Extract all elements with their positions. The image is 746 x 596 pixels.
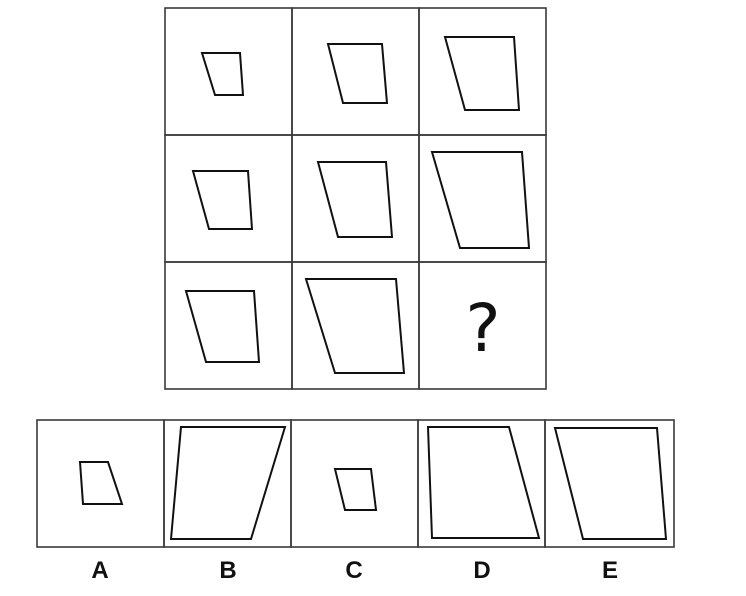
trapezoid-r3c1 [184, 290, 261, 363]
matrix-grid [164, 7, 547, 390]
matrix-cell-missing [418, 261, 547, 390]
option-a-shape [78, 461, 124, 505]
option-label-a: A [91, 557, 108, 584]
answer-options [36, 419, 675, 548]
trapezoid-r2c1 [191, 170, 254, 230]
option-cell-e[interactable] [544, 419, 675, 548]
trapezoid-r1c1 [200, 52, 245, 96]
matrix-shapes [184, 36, 531, 374]
option-label-b: B [219, 557, 236, 584]
option-label-d: D [473, 557, 490, 584]
option-d-shape [426, 426, 541, 539]
trapezoid-r2c3 [430, 151, 531, 249]
trapezoid-r2c2 [316, 161, 394, 238]
option-labels: A B C D E [91, 557, 618, 584]
option-b-shape [169, 426, 287, 540]
trapezoid-r1c3 [443, 36, 521, 111]
trapezoid-r1c2 [326, 43, 389, 104]
trapezoid-r3c2 [304, 278, 406, 374]
question-mark: ? [465, 290, 500, 367]
option-c-shape [333, 468, 378, 511]
option-label-e: E [602, 557, 618, 584]
option-label-c: C [345, 557, 362, 584]
option-e-shape [553, 427, 668, 540]
